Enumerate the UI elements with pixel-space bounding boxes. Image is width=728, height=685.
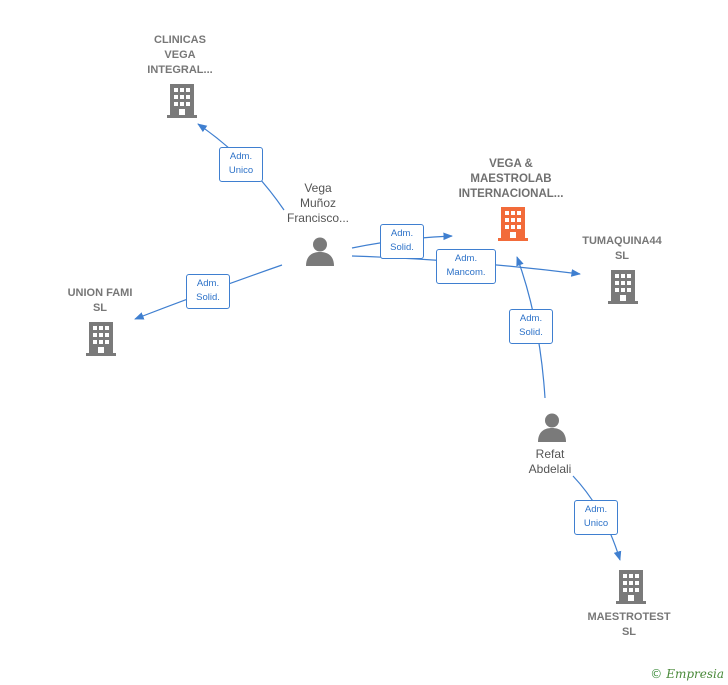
copyright-icon: © [650,667,663,681]
relation-type: Adm. [454,253,478,264]
person-icon[interactable] [305,236,335,266]
relation-label-adm-unico[interactable]: Adm. Unico [574,500,618,535]
company-name-maestrotest[interactable]: MAESTROTEST SL [587,611,671,638]
building-icon[interactable] [86,322,116,356]
brand-footer[interactable]: ©Empresia [650,667,724,681]
relation-type: Adm. [196,278,220,289]
building-icon[interactable] [167,84,197,118]
relation-label-adm-solid[interactable]: Adm. Solid. [509,309,553,344]
person-icon[interactable] [537,412,567,442]
relation-type: Adm. [584,504,608,515]
relation-type: Adm. [229,151,253,162]
company-name-union-fami[interactable]: UNION FAMI SL [67,287,133,314]
relation-type: Adm. [519,313,543,324]
relation-label-adm-unico[interactable]: Adm. Unico [219,147,263,182]
building-icon-highlighted[interactable] [498,207,528,241]
brand-logo-text: Empresia [666,667,724,681]
company-name-vega-maestrolab[interactable]: VEGA & MAESTROLAB INTERNACIONAL... [458,158,564,200]
company-name-clinicas[interactable]: CLINICAS VEGA INTEGRAL... [147,34,213,76]
relation-role: Solid. [196,292,220,303]
relation-role: Unico [228,165,254,176]
relation-label-adm-solid[interactable]: Adm. Solid. [380,224,424,259]
person-name-refat[interactable]: Refat Abdelali [528,447,572,476]
person-name-vega-munoz[interactable]: Vega Muñoz Francisco... [286,181,349,225]
building-icon[interactable] [616,570,646,604]
relation-label-adm-mancom[interactable]: Adm. Mancom. [436,249,496,284]
relation-label-adm-solid[interactable]: Adm. Solid. [186,274,230,309]
relation-role: Solid. [390,242,414,253]
relation-type: Adm. [390,228,414,239]
building-icon[interactable] [608,270,638,304]
relation-role: Unico [583,518,609,529]
relation-role: Solid. [519,327,543,338]
company-name-tumaquina[interactable]: TUMAQUINA44 SL [582,235,662,262]
relation-role: Mancom. [446,267,486,278]
